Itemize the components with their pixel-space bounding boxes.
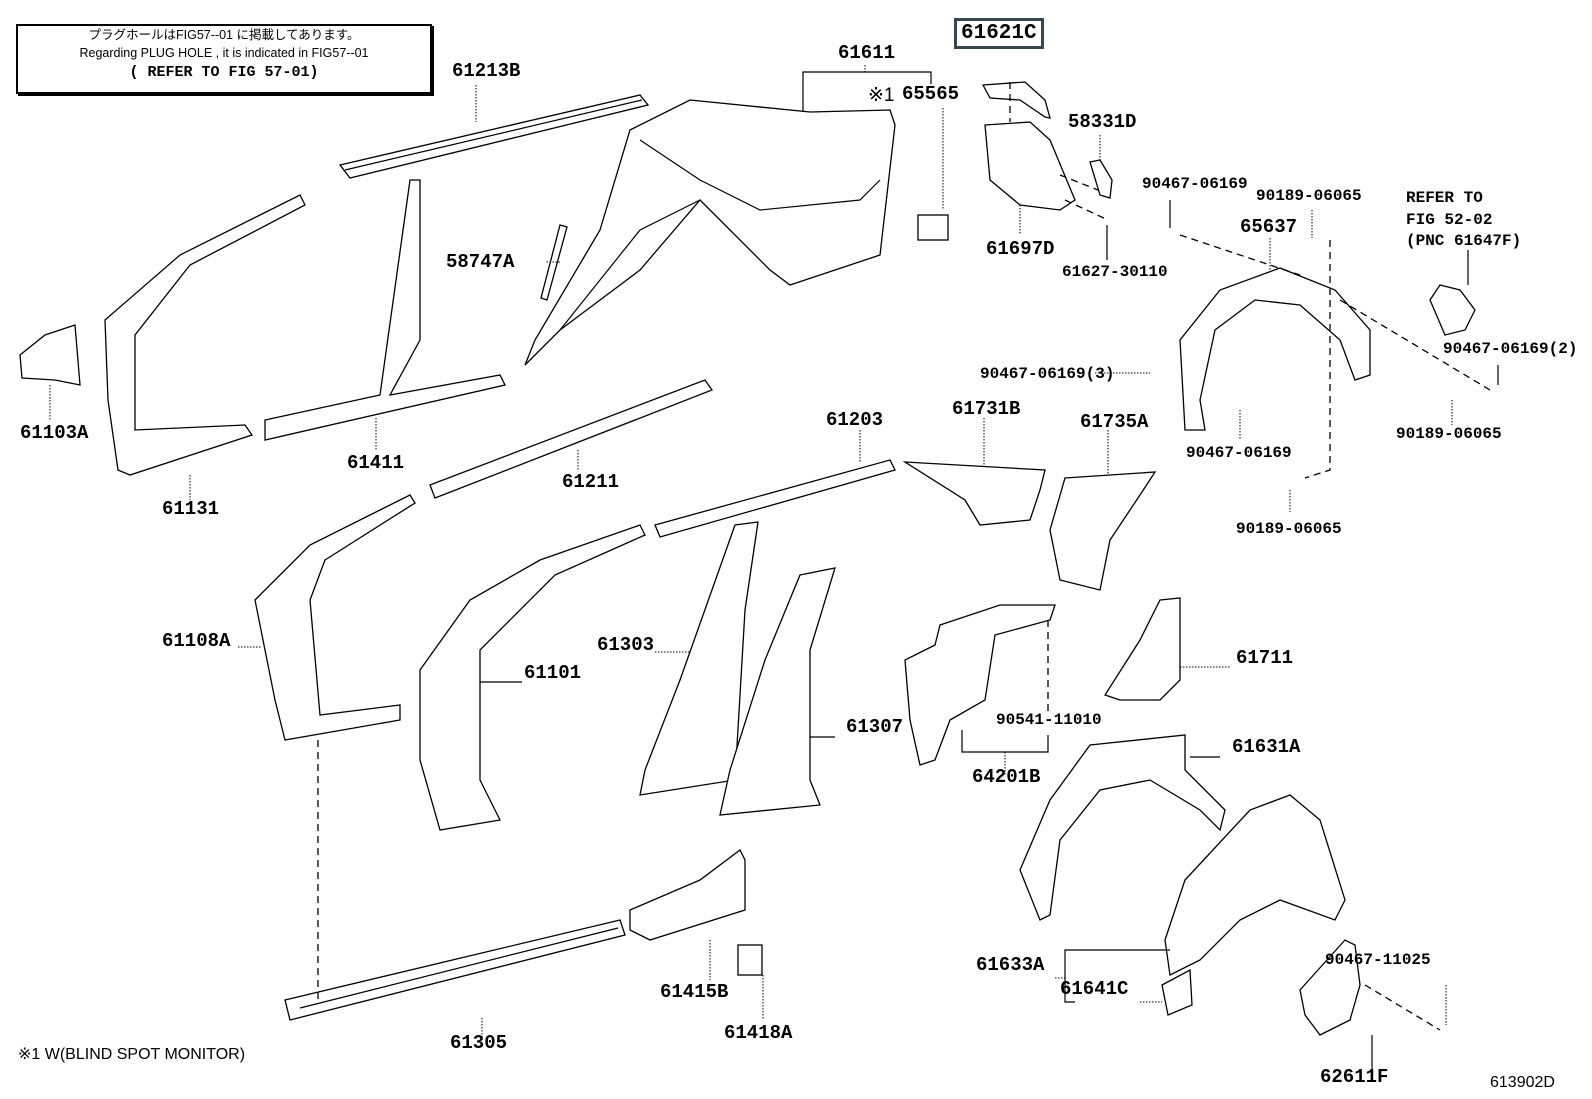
part-label-65565[interactable]: 65565 [902,83,960,105]
part-61611-quarter-panel[interactable] [524,99,896,366]
part-label-61631A[interactable]: 61631A [1232,736,1301,758]
part-label-61101[interactable]: 61101 [524,662,582,684]
leader-lines [49,65,1499,1070]
part-label-65637[interactable]: 65637 [1240,216,1298,238]
note-english: Regarding PLUG HOLE , it is indicated in… [79,46,369,60]
part-label-90467-06169-b[interactable]: 90467-06169 [1186,444,1292,462]
part-61633A-wheel-house-inner[interactable] [1164,794,1346,976]
part-61303-center-pillar-reinforcement[interactable] [639,521,759,796]
part-58331D-bracket[interactable] [1089,159,1113,199]
part-label-90467-06169-3[interactable]: 90467-06169(3) [980,365,1115,383]
part-label-90541-11010[interactable]: 90541-11010 [996,711,1102,729]
part-label-61697D[interactable]: 61697D [986,238,1055,260]
part-label-61108A[interactable]: 61108A [162,630,231,652]
part-61203-roof-rail-inner[interactable] [654,459,896,538]
highlighted-part-box[interactable]: 61621C [954,18,1044,49]
part-label-90467-06169-2[interactable]: 90467-06169(2) [1443,340,1578,358]
part-label-61641C[interactable]: 61641C [1060,978,1129,1000]
part-label-61735A[interactable]: 61735A [1080,411,1149,433]
part-label-61633A[interactable]: 61633A [976,954,1045,976]
part-61697D-gusset[interactable] [984,121,1076,211]
part-label-61418A[interactable]: 61418A [724,1022,793,1044]
plug-hole-note-box: プラグホールはFIG57--01 に掲載してあります。 Regarding PL… [16,24,432,94]
refer-note-line1: REFER TO [1406,189,1483,207]
refer-note-line2: FIG 52-02 [1406,211,1493,229]
part-61647F-bracket[interactable] [1429,284,1476,336]
part-61305-rocker-panel[interactable] [284,919,626,1021]
part-label-90189-06065-c[interactable]: 90189-06065 [1236,520,1342,538]
part-label-61303[interactable]: 61303 [597,634,655,656]
part-61101-front-pillar-inner[interactable] [419,524,646,831]
part-label-90467-11025[interactable]: 90467-11025 [1325,951,1431,969]
part-label-61711[interactable]: 61711 [1236,647,1294,669]
part-label-61131[interactable]: 61131 [162,498,220,520]
part-label-61103A[interactable]: 61103A [20,422,89,444]
part-label-61213B[interactable]: 61213B [452,60,521,82]
part-label-58331D[interactable]: 58331D [1068,111,1137,133]
part-label-61731B[interactable]: 61731B [952,398,1021,420]
part-61621C-extension[interactable] [981,81,1051,119]
figure-id: 613902D [1490,1074,1555,1091]
part-label-61203[interactable]: 61203 [826,409,884,431]
part-61418A-bracket[interactable] [737,944,763,976]
part-label-90189-06065-a[interactable]: 90189-06065 [1256,187,1362,205]
part-61411-center-pillar[interactable] [264,179,506,441]
note-japanese: プラグホールはFIG57--01 に掲載してあります。 [88,28,360,42]
part-label-61611[interactable]: 61611 [838,42,896,64]
part-61108A-pillar-reinforcement[interactable] [254,494,416,741]
note-refer: ( REFER TO FIG 57-01) [129,64,319,81]
part-61131-front-pillar-panel[interactable] [104,194,306,476]
part-62611F-shield[interactable] [1299,939,1361,1036]
refer-note-line3[interactable]: (PNC 61647F) [1406,232,1522,250]
part-61211-roof-side-inner[interactable] [429,379,714,499]
part-label-61627-30110[interactable]: 61627-30110 [1062,263,1168,281]
part-61103A-bracket[interactable] [19,324,81,386]
part-61711-panel[interactable] [1104,597,1181,701]
part-label-61211[interactable]: 61211 [562,471,620,493]
part-65565-bracket[interactable] [917,214,949,241]
part-label-62611F[interactable]: 62611F [1320,1066,1389,1088]
part-61641C-bracket[interactable] [1161,968,1193,1016]
part-label-58747A[interactable]: 58747A [446,251,515,273]
part-label-61621C[interactable]: 61621C [961,22,1037,45]
part-label-61415B[interactable]: 61415B [660,981,729,1003]
part-65637-wheel-liner[interactable] [1179,267,1371,431]
part-label-90189-06065-b[interactable]: 90189-06065 [1396,425,1502,443]
part-label-90467-06169-a[interactable]: 90467-06169 [1142,175,1248,193]
mark-1: ※1 [868,85,895,106]
part-61213B-roof-rail[interactable] [338,94,650,179]
footnote-blind-spot-monitor: ※1 W(BLIND SPOT MONITOR) [18,1046,246,1063]
part-61735A-panel[interactable] [1049,471,1157,591]
part-61731B-panel[interactable] [902,461,1046,526]
part-61415B-gusset[interactable] [629,849,746,941]
part-label-61307[interactable]: 61307 [846,716,904,738]
part-label-61305[interactable]: 61305 [450,1032,508,1054]
part-label-64201B[interactable]: 64201B [972,766,1041,788]
part-64201B-bracket[interactable] [904,604,1056,766]
part-61307-center-pillar-inner[interactable] [719,567,836,816]
part-label-61411[interactable]: 61411 [347,452,405,474]
part-61631A-wheel-house-outer[interactable] [1019,734,1226,921]
